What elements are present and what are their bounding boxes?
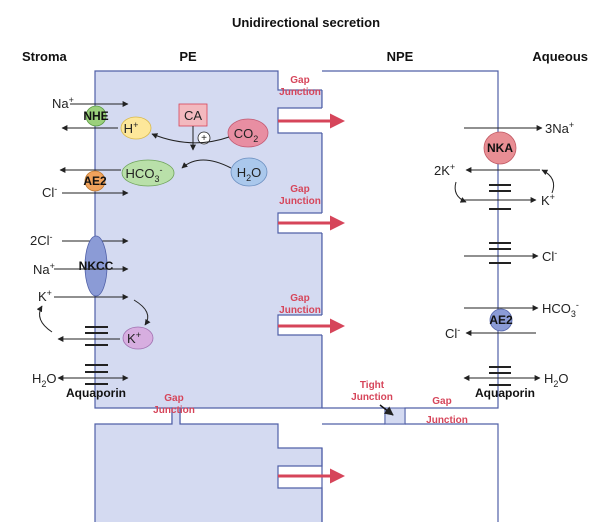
stroma-label: Stroma (22, 49, 68, 64)
k-recycle-curve-right (133, 299, 151, 326)
gap-junction-5-line1: Gap (432, 396, 451, 407)
h2o-molecule (230, 157, 268, 187)
gap-junction-4-line2: Junction (153, 405, 195, 416)
pe-label: PE (179, 49, 197, 64)
co2-label: CO2 (234, 126, 259, 144)
cl-npe: Cl- (542, 248, 557, 264)
h-ion (120, 116, 152, 140)
tight-junction-line1: Tight (360, 380, 385, 391)
ca-label: CA (184, 108, 202, 123)
k-recycle-curve-left (36, 305, 53, 333)
co2-to-h-curve (151, 133, 230, 144)
tight-junction-pointer (379, 404, 394, 416)
k-ion-cell (122, 326, 154, 350)
pe-cell-lower (94, 407, 323, 522)
gap-junction-2-line1: Gap (290, 184, 309, 195)
na-ion-1: Na+ (52, 95, 74, 111)
gap-junction-2-line2: Junction (279, 196, 321, 207)
nka-label: NKA (487, 141, 513, 155)
aquaporin-npe-label: Aquaporin (475, 386, 535, 400)
h2o-to-hco3-curve (181, 159, 232, 169)
cl2-npe: Cl- (445, 325, 460, 341)
k-ion-1: K+ (38, 288, 52, 304)
ae2-transporter (84, 170, 106, 192)
npe-label: NPE (387, 49, 414, 64)
gap-junction-1-line1: Gap (290, 75, 309, 86)
gap-junction-3-line1: Gap (290, 293, 309, 304)
k-ion-cell-label: K+ (127, 330, 141, 346)
ae2-npe-transporter (489, 308, 513, 332)
ae2-npe-label: AE2 (489, 313, 513, 327)
k-in-npe: 2K+ (434, 162, 455, 178)
cl-ion-2: 2Cl- (30, 232, 53, 248)
co2-molecule (227, 118, 269, 148)
aqueous-label: Aqueous (532, 49, 588, 64)
na-ion-2: Na+ (33, 261, 55, 277)
gap-junction-3-line2: Junction (279, 305, 321, 316)
cl-ion-1: Cl- (42, 184, 57, 200)
hco3-npe: HCO3- (542, 300, 579, 319)
k-recycle-npe-left (454, 181, 467, 203)
gap-junction-5-line2: Junction (426, 415, 468, 426)
k-out-npe: K+ (541, 192, 555, 208)
nhe-label: NHE (83, 109, 108, 123)
nhe-transporter (85, 105, 107, 127)
ae2-label: AE2 (83, 174, 107, 188)
h2o-npe: H2O (544, 371, 569, 389)
gap-junction-1-line2: Junction (279, 87, 321, 98)
gap-junction-4-line1: Gap (164, 393, 183, 404)
hco3-ion-label: HCO3- (126, 165, 163, 184)
nkcc-label: NKCC (79, 259, 114, 273)
npe-cell (322, 70, 499, 425)
k-recycle-npe-right (541, 169, 555, 194)
na-npe: 3Na+ (545, 120, 574, 136)
aquaporin-pe-label: Aquaporin (66, 386, 126, 400)
h2o-pe: H2O (32, 371, 57, 389)
h-ion-label: H+ (124, 120, 139, 136)
hco3-ion (121, 159, 175, 187)
nkcc-transporter (84, 235, 108, 297)
tight-junction-line2: Junction (351, 392, 393, 403)
npe-cell-lower (321, 423, 499, 522)
nka-pump (483, 131, 517, 165)
plus-label: + (201, 133, 207, 144)
h2o-molecule-label: H2O (237, 165, 262, 183)
diagram-title: Unidirectional secretion (232, 15, 380, 30)
plus-icon (197, 131, 211, 145)
